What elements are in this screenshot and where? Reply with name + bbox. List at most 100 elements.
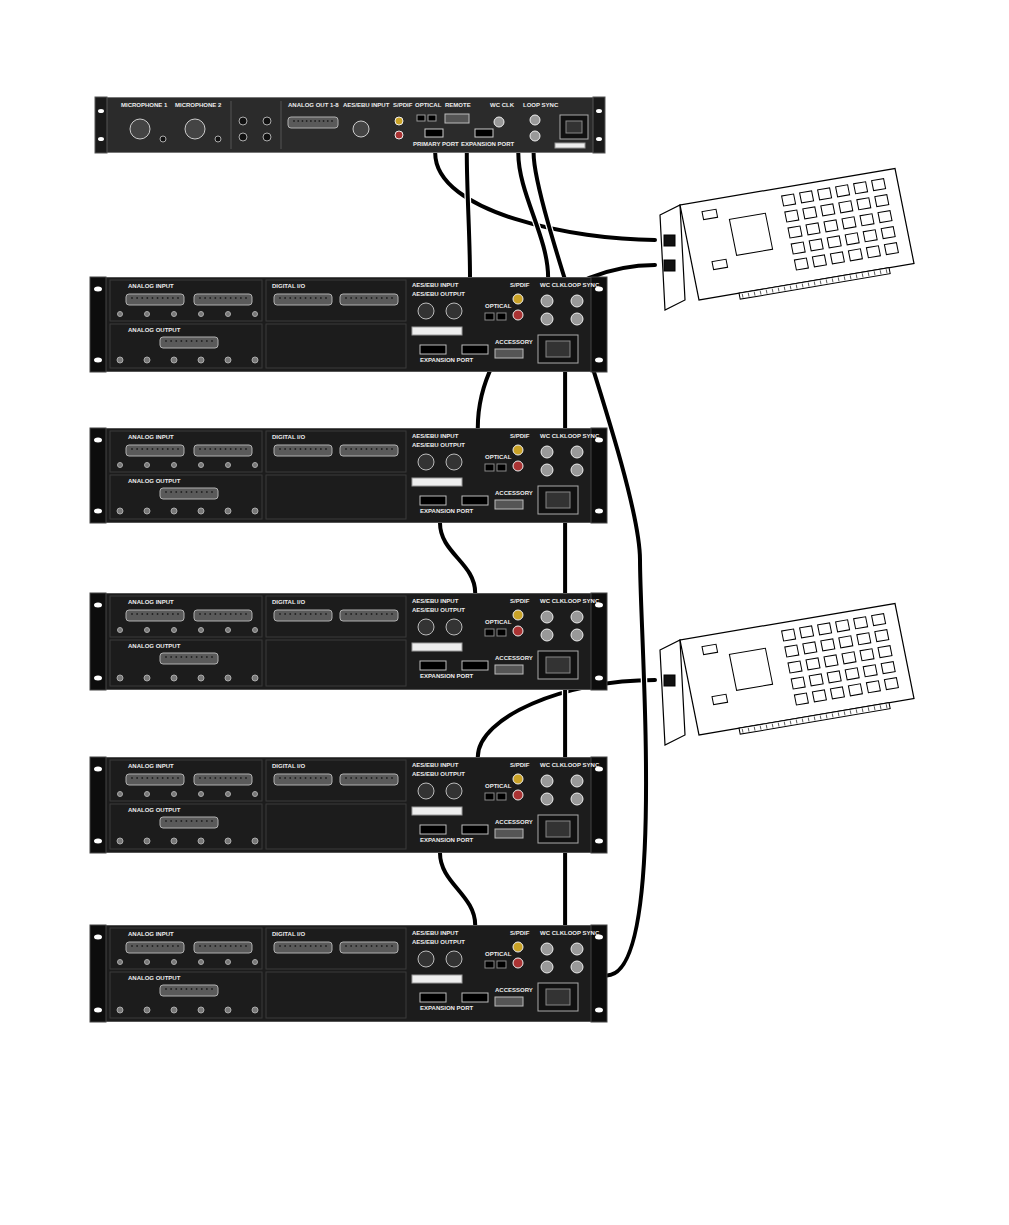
panel-detail [175,820,177,822]
panel-detail [808,282,810,286]
panel-detail [842,217,856,229]
panel-detail [110,431,262,472]
panel-detail [376,448,378,450]
panel-detail [162,945,164,947]
panel-detail [428,115,436,121]
panel-detail [350,448,352,450]
panel-detail [206,656,208,658]
panel-detail [325,613,327,615]
panel-detail [165,340,167,342]
panel-detail [353,121,369,137]
panel-detail [214,297,216,299]
panel-detail [126,294,184,305]
panel-detail [172,448,174,450]
panel-detail [320,448,322,450]
panel-detail [146,297,148,299]
panel-detail [355,945,357,947]
panel-detail [279,297,281,299]
panel-label: S/PDIF [393,102,412,109]
panel-detail [209,297,211,299]
panel-detail [284,777,286,779]
panel-detail [230,613,232,615]
panel-detail [206,988,208,990]
panel-detail [412,327,462,335]
panel-detail [748,293,750,297]
panel-detail [302,120,304,122]
panel-detail [838,277,840,281]
panel-label: DIGITAL I/O [272,931,305,938]
panel-detail [172,628,177,633]
panel-detail [118,792,123,797]
panel-detail [802,718,804,722]
panel-detail [136,777,138,779]
panel-detail [820,280,822,284]
panel-detail [266,972,406,1018]
panel-detail [96,98,605,153]
panel-detail [513,310,523,320]
panel-detail [245,945,247,947]
panel-detail [175,491,177,493]
panel-detail [199,613,201,615]
panel-detail [131,777,133,779]
panel-detail [194,942,252,953]
panel-detail [856,274,858,278]
panel-detail [201,656,203,658]
panel-detail [225,508,231,514]
panel-detail [196,656,198,658]
panel-label: ACCESSORY [495,819,533,826]
panel-label: AES/EBU OUTPUT [412,607,465,614]
panel-detail [198,357,204,363]
panel-detail [729,648,772,690]
panel-detail [170,820,172,822]
panel-detail [160,817,218,828]
panel-detail [824,220,838,232]
panel-detail [596,109,602,113]
panel-detail [198,675,204,681]
panel-detail [146,945,148,947]
panel-detail [446,303,462,319]
panel-detail [325,448,327,450]
panel-detail [204,297,206,299]
panel-detail [366,945,368,947]
panel-detail [226,628,231,633]
panel-detail [141,613,143,615]
panel-detail [355,777,357,779]
panel-detail [245,613,247,615]
panel-detail [186,988,188,990]
panel-detail [538,815,578,843]
panel-detail [386,613,388,615]
panel-detail [94,676,102,681]
panel-detail [146,448,148,450]
panel-detail [571,611,583,623]
panel-detail [839,201,853,213]
panel-detail [230,297,232,299]
panel-detail [818,623,832,635]
panel-detail [371,297,373,299]
panel-detail [289,448,291,450]
panel-detail [591,757,607,853]
panel-detail [495,829,523,838]
panel-detail [172,297,174,299]
panel-detail [530,131,540,141]
panel-detail [571,775,583,787]
panel-detail [94,935,102,940]
panel-label: AES/EBU INPUT [412,282,458,289]
cable-outline [562,690,569,757]
panel-detail [94,509,102,514]
panel-detail [880,270,882,274]
cable-outline [562,853,569,925]
panel-detail [571,793,583,805]
panel-detail [146,777,148,779]
panel-detail [546,657,570,673]
panel-detail [418,303,434,319]
panel-detail [199,448,201,450]
panel-detail [118,628,123,633]
panel-label: ANALOG OUTPUT [128,975,180,982]
panel-detail [462,496,488,505]
panel-detail [274,774,332,785]
panel-detail [157,613,159,615]
panel-label: AES/EBU INPUT [412,598,458,605]
panel-detail [226,792,231,797]
panel-label: AES/EBU INPUT [412,433,458,440]
panel-detail [785,210,799,222]
